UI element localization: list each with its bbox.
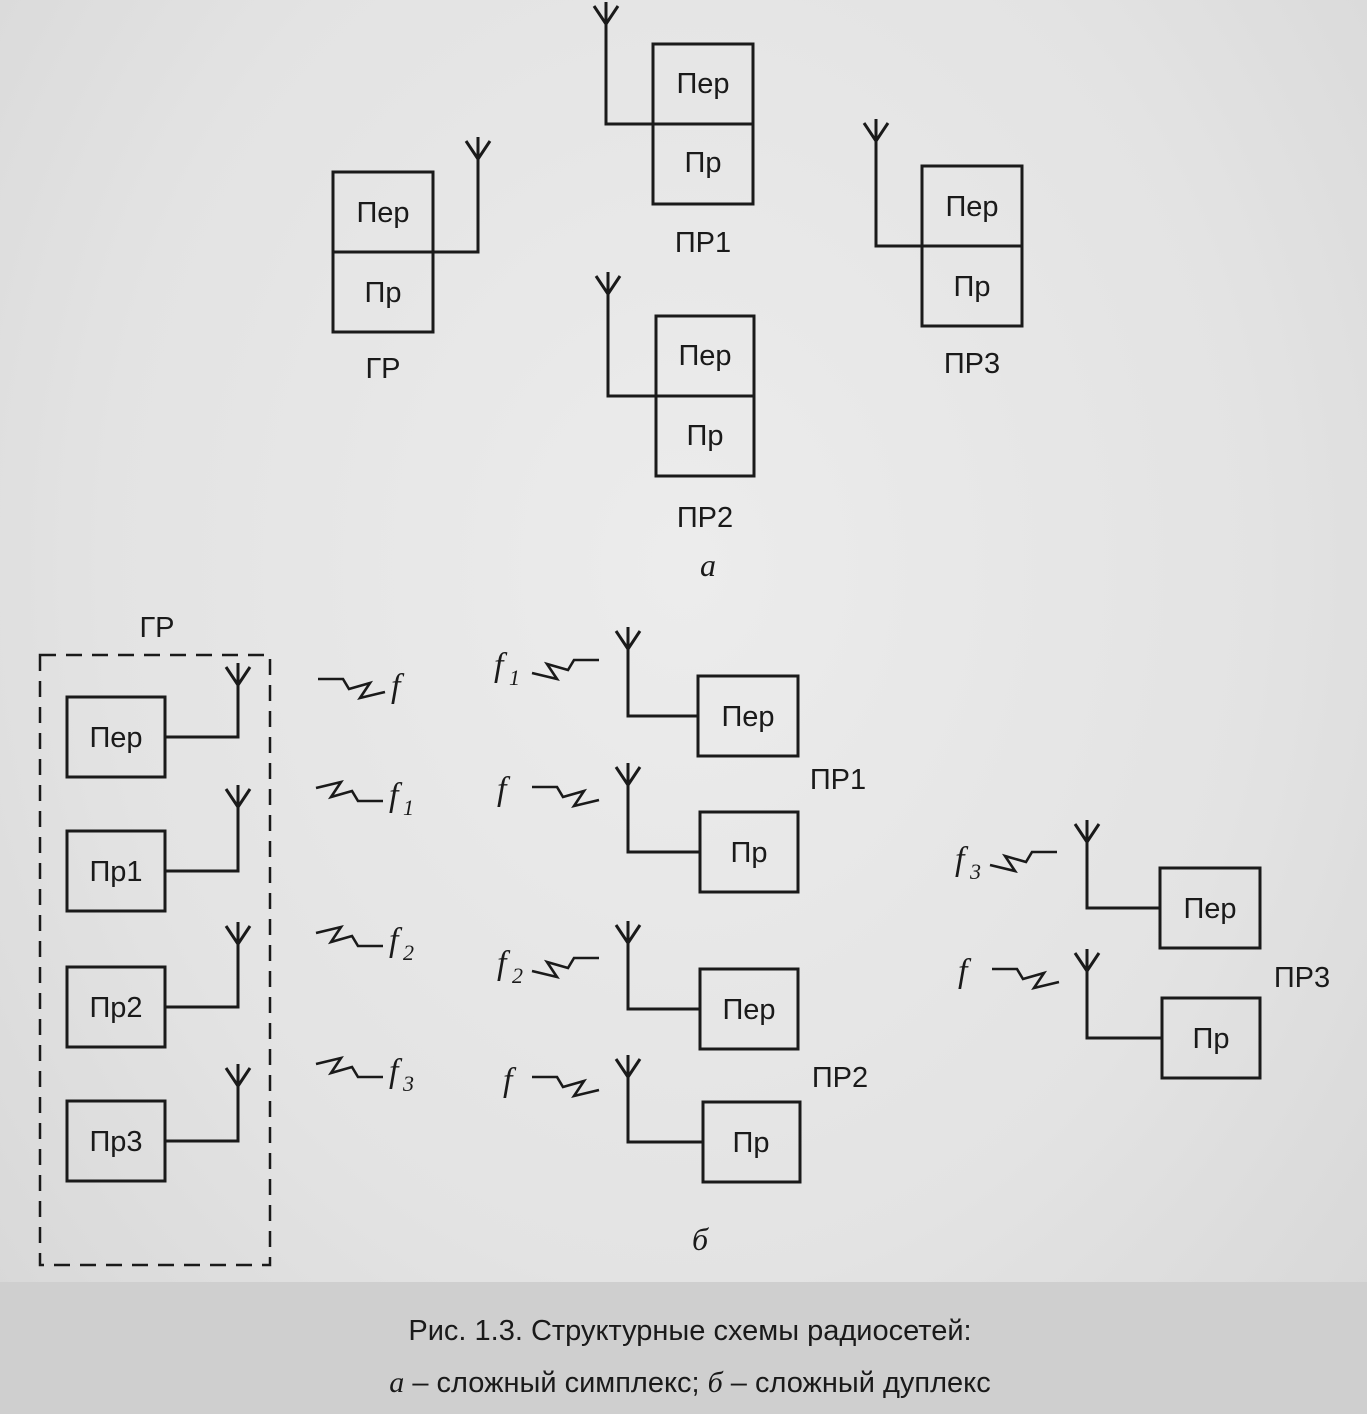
antenna-icon bbox=[614, 761, 642, 813]
block-pr-pr3-a bbox=[920, 244, 1024, 328]
antenna-icon bbox=[1073, 947, 1101, 999]
zigzag-link-arrow-left bbox=[531, 658, 599, 682]
zigzag-link-arrow-left bbox=[989, 850, 1057, 874]
svg-text:f: f bbox=[389, 1053, 403, 1090]
freq-f-tx: f bbox=[391, 668, 405, 705]
antenna-icon bbox=[592, 0, 620, 52]
svg-text:f: f bbox=[955, 841, 969, 878]
label-pr3-gr-b: Пр3 bbox=[89, 1126, 142, 1158]
station-pr2-b: f 2 Пер f Пр ПР2 bbox=[497, 919, 868, 1184]
label-per-gr-a: Пер bbox=[356, 197, 409, 229]
label-per-pr3-b: Пер bbox=[1183, 893, 1236, 925]
antenna-icon bbox=[224, 661, 252, 713]
block-pr-gr-a bbox=[331, 250, 435, 334]
label-pr-pr1-a: Пр bbox=[685, 147, 722, 179]
label-per-pr2-a: Пер bbox=[678, 340, 731, 372]
freq-f-rx: f bbox=[503, 1062, 517, 1099]
feed-line bbox=[604, 25, 653, 126]
label-per-pr1-a: Пер bbox=[676, 68, 729, 100]
label-pr1-gr-b: Пр1 bbox=[89, 856, 142, 888]
antenna-icon bbox=[594, 270, 622, 322]
freq-f2-in: f 2 bbox=[497, 945, 523, 988]
zigzag-link-arrow-left bbox=[315, 1055, 383, 1079]
node-pr1-a: ПР1 bbox=[675, 227, 731, 259]
zigzag-link-arrow-right bbox=[992, 967, 1060, 991]
gr-block-pr3: Пр3 bbox=[65, 1062, 252, 1183]
freq-f1-left: f 1 bbox=[389, 777, 414, 820]
svg-text:2: 2 bbox=[512, 963, 523, 988]
zigzag-link-arrow-left bbox=[315, 779, 383, 803]
antenna-icon bbox=[614, 1053, 642, 1105]
label-per-pr1-b: Пер bbox=[721, 701, 774, 733]
antenna-icon bbox=[1073, 818, 1101, 870]
svg-text:2: 2 bbox=[403, 940, 414, 965]
freq-f3-left: f 3 bbox=[389, 1053, 414, 1096]
antenna-icon bbox=[224, 920, 252, 972]
svg-text:3: 3 bbox=[969, 859, 981, 884]
zigzag-link-arrow-left bbox=[531, 956, 599, 980]
label-pr-pr1-b: Пр bbox=[731, 837, 768, 869]
station-pr3-b: f 3 Пер f Пр ПР3 bbox=[955, 818, 1330, 1080]
station-pr2-a: Пер Пр ПР2 bbox=[594, 270, 756, 534]
svg-text:3: 3 bbox=[402, 1071, 414, 1096]
freq-f-rx: f bbox=[497, 771, 511, 808]
part-label-a: а bbox=[700, 547, 716, 583]
antenna-icon bbox=[614, 625, 642, 677]
block-pr-pr2-a bbox=[654, 394, 756, 478]
zigzag-link-arrow-right bbox=[532, 1075, 600, 1099]
freq-f1-in: f 1 bbox=[494, 647, 520, 690]
station-pr1-a: Пер Пр ПР1 bbox=[592, 0, 755, 259]
gr-block-per: Пер bbox=[65, 661, 252, 779]
label-per-pr3-a: Пер bbox=[945, 191, 998, 223]
figure-caption-legend: а – сложный симплекс; б – сложный дуплек… bbox=[389, 1366, 990, 1399]
node-pr3-b: ПР3 bbox=[1274, 962, 1330, 994]
figure-caption: Рис. 1.3. Структурные схемы радиосетей: bbox=[408, 1315, 971, 1347]
label-pr-pr3-a: Пр bbox=[954, 271, 991, 303]
antenna-icon bbox=[862, 117, 890, 169]
antenna-icon bbox=[614, 919, 642, 971]
node-gr-b: ГР bbox=[139, 612, 174, 644]
station-gr-a: Пер Пр ГР bbox=[331, 135, 492, 385]
station-pr1-b: f 1 Пер f Пр ПР1 bbox=[494, 625, 866, 894]
feed-line bbox=[433, 160, 480, 254]
feed-line bbox=[874, 142, 922, 248]
station-pr3-a: Пер Пр ПР3 bbox=[862, 117, 1024, 380]
svg-text:f: f bbox=[389, 777, 403, 814]
gr-station-boundary bbox=[38, 653, 272, 1267]
feed-line bbox=[606, 295, 656, 398]
gr-block-pr2: Пр2 bbox=[65, 920, 252, 1049]
node-pr2-b: ПР2 bbox=[812, 1062, 868, 1094]
antenna-icon bbox=[464, 135, 492, 187]
zigzag-link-arrow-left bbox=[315, 924, 383, 948]
svg-text:1: 1 bbox=[403, 795, 414, 820]
label-pr-pr3-b: Пр bbox=[1193, 1023, 1230, 1055]
gr-block-pr1: Пр1 bbox=[65, 783, 252, 913]
label-per-pr2-b: Пер bbox=[722, 994, 775, 1026]
svg-text:f: f bbox=[389, 922, 403, 959]
svg-text:f: f bbox=[497, 945, 511, 982]
label-pr-pr2-b: Пр bbox=[733, 1127, 770, 1159]
node-pr3-a: ПР3 bbox=[944, 348, 1000, 380]
part-label-b: б bbox=[692, 1221, 709, 1257]
block-pr-pr1-a bbox=[651, 122, 755, 206]
node-pr1-b: ПР1 bbox=[810, 764, 866, 796]
antenna-icon bbox=[224, 1062, 252, 1114]
zigzag-link-arrow-right bbox=[318, 677, 386, 701]
label-pr-pr2-a: Пр bbox=[687, 420, 724, 452]
node-pr2-a: ПР2 bbox=[677, 502, 733, 534]
node-gr-a: ГР bbox=[365, 353, 400, 385]
zigzag-link-arrow-right bbox=[532, 785, 600, 809]
label-pr-gr-a: Пр bbox=[365, 277, 402, 309]
label-pr2-gr-b: Пр2 bbox=[89, 992, 142, 1024]
freq-f2-left: f 2 bbox=[389, 922, 414, 965]
svg-text:1: 1 bbox=[509, 665, 520, 690]
freq-f-rx: f bbox=[958, 953, 972, 990]
freq-f3-in: f 3 bbox=[955, 841, 981, 884]
svg-text:f: f bbox=[494, 647, 508, 684]
svg-text:f: f bbox=[391, 668, 405, 705]
antenna-icon bbox=[224, 783, 252, 835]
label-per-gr-b: Пер bbox=[89, 722, 142, 754]
